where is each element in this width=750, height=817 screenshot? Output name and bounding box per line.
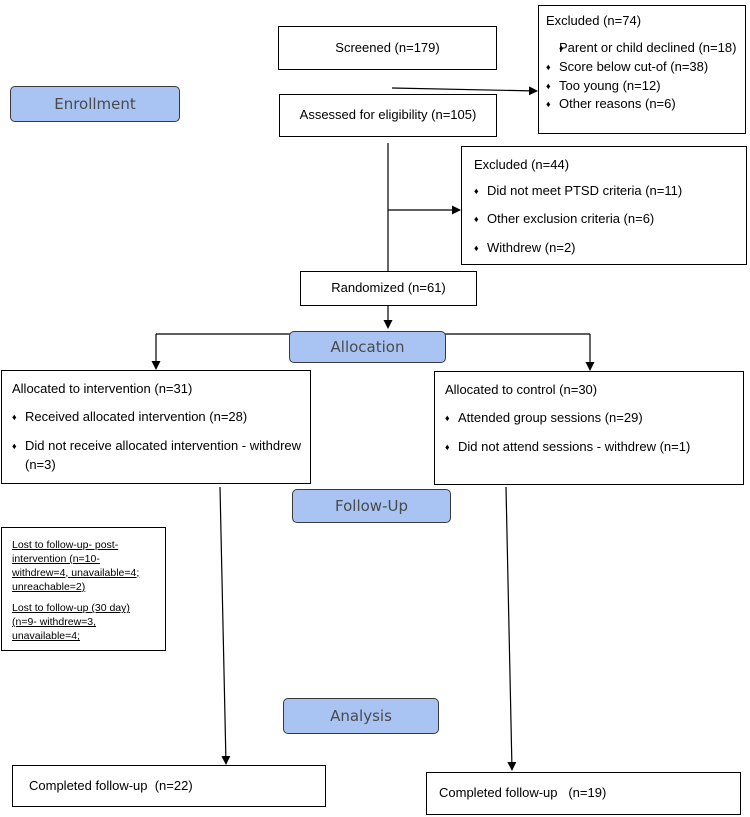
assessed-box: Assessed for eligibility (n=105) — [279, 94, 497, 137]
intervention-item: Received allocated intervention (n=28) — [12, 408, 302, 427]
control-box: Allocated to control (n=30) Attended gro… — [434, 371, 744, 485]
arrow-to-completed-intervention — [219, 486, 231, 765]
excluded-1-item: Too young (n=12) — [546, 77, 738, 96]
control-item: Attended group sessions (n=29) — [445, 409, 735, 428]
completed-intervention-box: Completed follow-up (n=22) — [12, 765, 326, 807]
arrow-to-excluded-1 — [391, 86, 538, 96]
excluded-box-1: Excluded (n=74) Parent or child declined… — [538, 5, 746, 134]
enrollment-label: Enrollment — [54, 95, 136, 113]
excluded-2-item: Withdrew (n=2) — [474, 239, 736, 258]
analysis-label: Analysis — [330, 707, 392, 725]
excluded-2-item: Other exclusion criteria (n=6) — [474, 210, 736, 229]
excluded-2-list: Did not meet PTSD criteria (n=11) Other … — [474, 182, 736, 258]
control-item: Did not attend sessions - withdrew (n=1) — [445, 438, 735, 457]
assessed-text: Assessed for eligibility (n=105) — [299, 107, 477, 123]
lost-30-day: Lost to follow-up (30 day) (n=9- withdre… — [12, 602, 130, 643]
excluded-2-title: Excluded (n=44) — [474, 157, 570, 172]
excluded-1-list: Parent or child declined (n=18) Score be… — [546, 39, 738, 114]
excluded-1-title: Excluded (n=74) — [546, 13, 642, 28]
screened-text: Screened (n=179) — [335, 39, 440, 55]
intervention-box: Allocated to intervention (n=31) Receive… — [1, 370, 311, 484]
excluded-2-item: Did not meet PTSD criteria (n=11) — [474, 182, 736, 201]
analysis-stage-label: Analysis — [283, 698, 439, 734]
follow-up-stage-label: Follow-Up — [292, 489, 451, 523]
allocation-stage-label: Allocation — [289, 331, 446, 363]
randomized-text: Randomized (n=61) — [331, 280, 446, 296]
lost-post-intervention: Lost to follow-up- post-intervention (n=… — [12, 539, 140, 593]
control-list: Attended group sessions (n=29) Did not a… — [445, 409, 735, 457]
excluded-1-item: Other reasons (n=6) — [546, 95, 738, 114]
follow-up-label: Follow-Up — [335, 497, 408, 515]
excluded-box-2: Excluded (n=44) Did not meet PTSD criter… — [461, 146, 747, 265]
intervention-list: Received allocated intervention (n=28) D… — [12, 408, 302, 474]
lost-to-follow-up-box: Lost to follow-up- post-intervention (n=… — [1, 527, 166, 651]
randomized-box: Randomized (n=61) — [300, 271, 477, 306]
screened-box: Screened (n=179) — [278, 26, 497, 70]
allocation-label: Allocation — [330, 338, 405, 356]
enrollment-stage-label: Enrollment — [10, 86, 180, 122]
completed-control-text: Completed follow-up (n=19) — [439, 785, 607, 801]
intervention-item: Did not receive allocated intervention -… — [12, 437, 302, 473]
arrow-to-completed-control — [505, 486, 517, 771]
intervention-title: Allocated to intervention (n=31) — [12, 381, 193, 396]
excluded-1-item: Score below cut-of (n=38) — [546, 58, 738, 77]
control-title: Allocated to control (n=30) — [445, 382, 598, 397]
completed-intervention-text: Completed follow-up (n=22) — [29, 777, 193, 793]
excluded-1-item: Parent or child declined (n=18) — [546, 39, 738, 58]
completed-control-box: Completed follow-up (n=19) — [426, 772, 741, 815]
